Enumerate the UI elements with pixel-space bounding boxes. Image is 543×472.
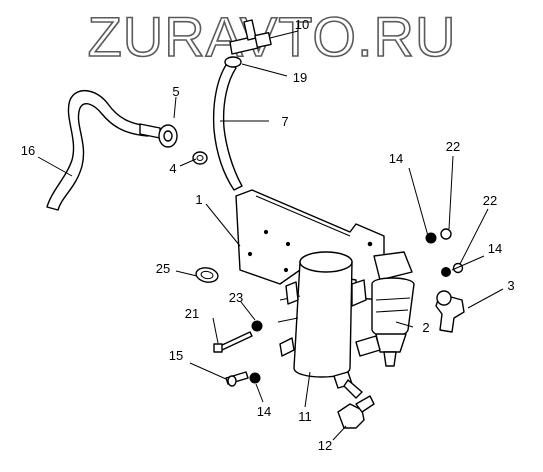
callout-14-bottom: 14 xyxy=(257,404,271,419)
callout-15: 15 xyxy=(169,348,183,363)
gasket-25 xyxy=(195,267,219,283)
callout-16: 16 xyxy=(21,143,35,158)
reservoir-11 xyxy=(277,251,367,378)
pipe-fittings xyxy=(333,371,363,399)
callout-10: 10 xyxy=(295,17,309,32)
callout-19: 19 xyxy=(293,70,307,85)
washer-22-top xyxy=(440,228,452,240)
callout-14-right: 14 xyxy=(488,241,502,256)
callout-25: 25 xyxy=(156,261,170,276)
callout-14-top: 14 xyxy=(389,151,403,166)
nut-14-right xyxy=(441,267,451,277)
callout-4: 4 xyxy=(169,161,176,176)
elbow-3 xyxy=(435,290,465,333)
callout-2: 2 xyxy=(422,320,429,335)
watermark: ZURAVTO.RU xyxy=(88,5,457,68)
tee-connector-10 xyxy=(229,19,272,55)
hose-16 xyxy=(46,90,149,211)
o-ring-4 xyxy=(192,151,208,165)
washer-22-right xyxy=(452,262,464,274)
callout-5: 5 xyxy=(172,84,179,99)
leader-lines xyxy=(37,30,504,441)
callout-22-top: 22 xyxy=(446,139,460,154)
callout-21: 21 xyxy=(185,306,199,321)
washer-23 xyxy=(251,320,263,332)
callout-1: 1 xyxy=(195,192,202,207)
callout-11: 11 xyxy=(298,409,312,424)
callout-3: 3 xyxy=(507,278,514,293)
nut-14-bottom xyxy=(249,372,261,384)
callout-12: 12 xyxy=(318,438,332,453)
callout-23: 23 xyxy=(229,290,243,305)
callout-labels: 1 2 3 4 5 7 10 11 12 14 14 14 15 16 19 2… xyxy=(21,17,515,453)
callout-7: 7 xyxy=(281,114,288,129)
elbow-12 xyxy=(337,395,375,429)
hose-7 xyxy=(212,61,243,191)
clamp-19 xyxy=(224,56,242,68)
nut-14-top xyxy=(425,232,437,244)
filter-pump-2 xyxy=(355,251,415,367)
bolt-21 xyxy=(213,331,253,353)
callout-22-right: 22 xyxy=(483,193,497,208)
fitting-5 xyxy=(139,123,178,148)
screw-15 xyxy=(225,371,249,387)
